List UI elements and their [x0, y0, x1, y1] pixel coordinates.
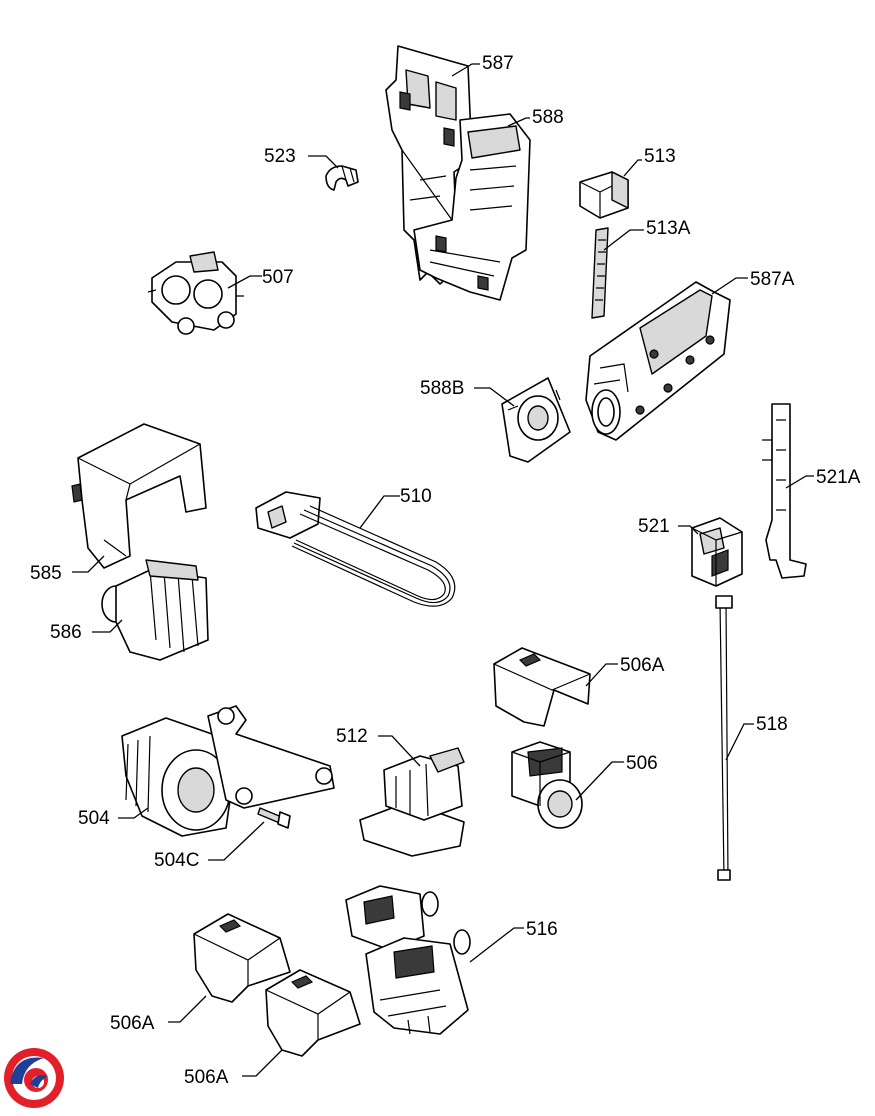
part-506a-bottom-cover	[265, 969, 361, 1057]
label-513: 513	[644, 146, 676, 167]
label-586: 586	[50, 622, 82, 643]
brand-logo-icon	[4, 1048, 64, 1108]
part-587-588-control-board	[385, 45, 531, 301]
part-506-drain-pump	[511, 741, 583, 829]
part-516-pump-assembly	[345, 885, 471, 1035]
part-521-door-lock	[691, 517, 743, 587]
label-506a-top: 506A	[620, 655, 665, 676]
part-506a-left-cover	[193, 913, 291, 1003]
part-585-cover	[71, 423, 207, 569]
part-504-motor	[121, 705, 335, 837]
part-510-heating-element	[255, 491, 456, 607]
part-521a-lock-bracket	[762, 403, 807, 579]
label-516: 516	[526, 919, 558, 940]
label-507: 507	[262, 267, 294, 288]
label-587a: 587A	[750, 269, 795, 290]
part-512-bracket	[359, 747, 465, 857]
part-513-sensor	[579, 171, 629, 219]
label-504c: 504C	[154, 850, 199, 871]
part-504c-screw	[257, 807, 291, 829]
part-587a-display-board	[585, 281, 731, 441]
label-506a-left: 506A	[110, 1013, 155, 1034]
part-588b-pressure-switch	[501, 377, 571, 463]
label-588b: 588B	[420, 378, 464, 399]
label-523: 523	[264, 146, 296, 167]
part-523-clip	[325, 165, 359, 191]
label-510: 510	[400, 486, 432, 507]
label-513a: 513A	[646, 218, 691, 239]
part-513a-strip	[591, 227, 609, 319]
label-585: 585	[30, 563, 62, 584]
label-506a-bottom: 506A	[184, 1067, 229, 1088]
part-518-wire	[715, 595, 733, 881]
label-521a: 521A	[816, 467, 861, 488]
label-521: 521	[638, 516, 670, 537]
label-504: 504	[78, 808, 110, 829]
label-588: 588	[532, 107, 564, 128]
label-506: 506	[626, 753, 658, 774]
label-587: 587	[482, 53, 514, 74]
label-512: 512	[336, 726, 368, 747]
part-586-heat-sink	[101, 559, 209, 661]
label-518: 518	[756, 714, 788, 735]
part-507-inlet-valve	[147, 251, 244, 335]
part-506a-top-cover	[493, 647, 591, 727]
